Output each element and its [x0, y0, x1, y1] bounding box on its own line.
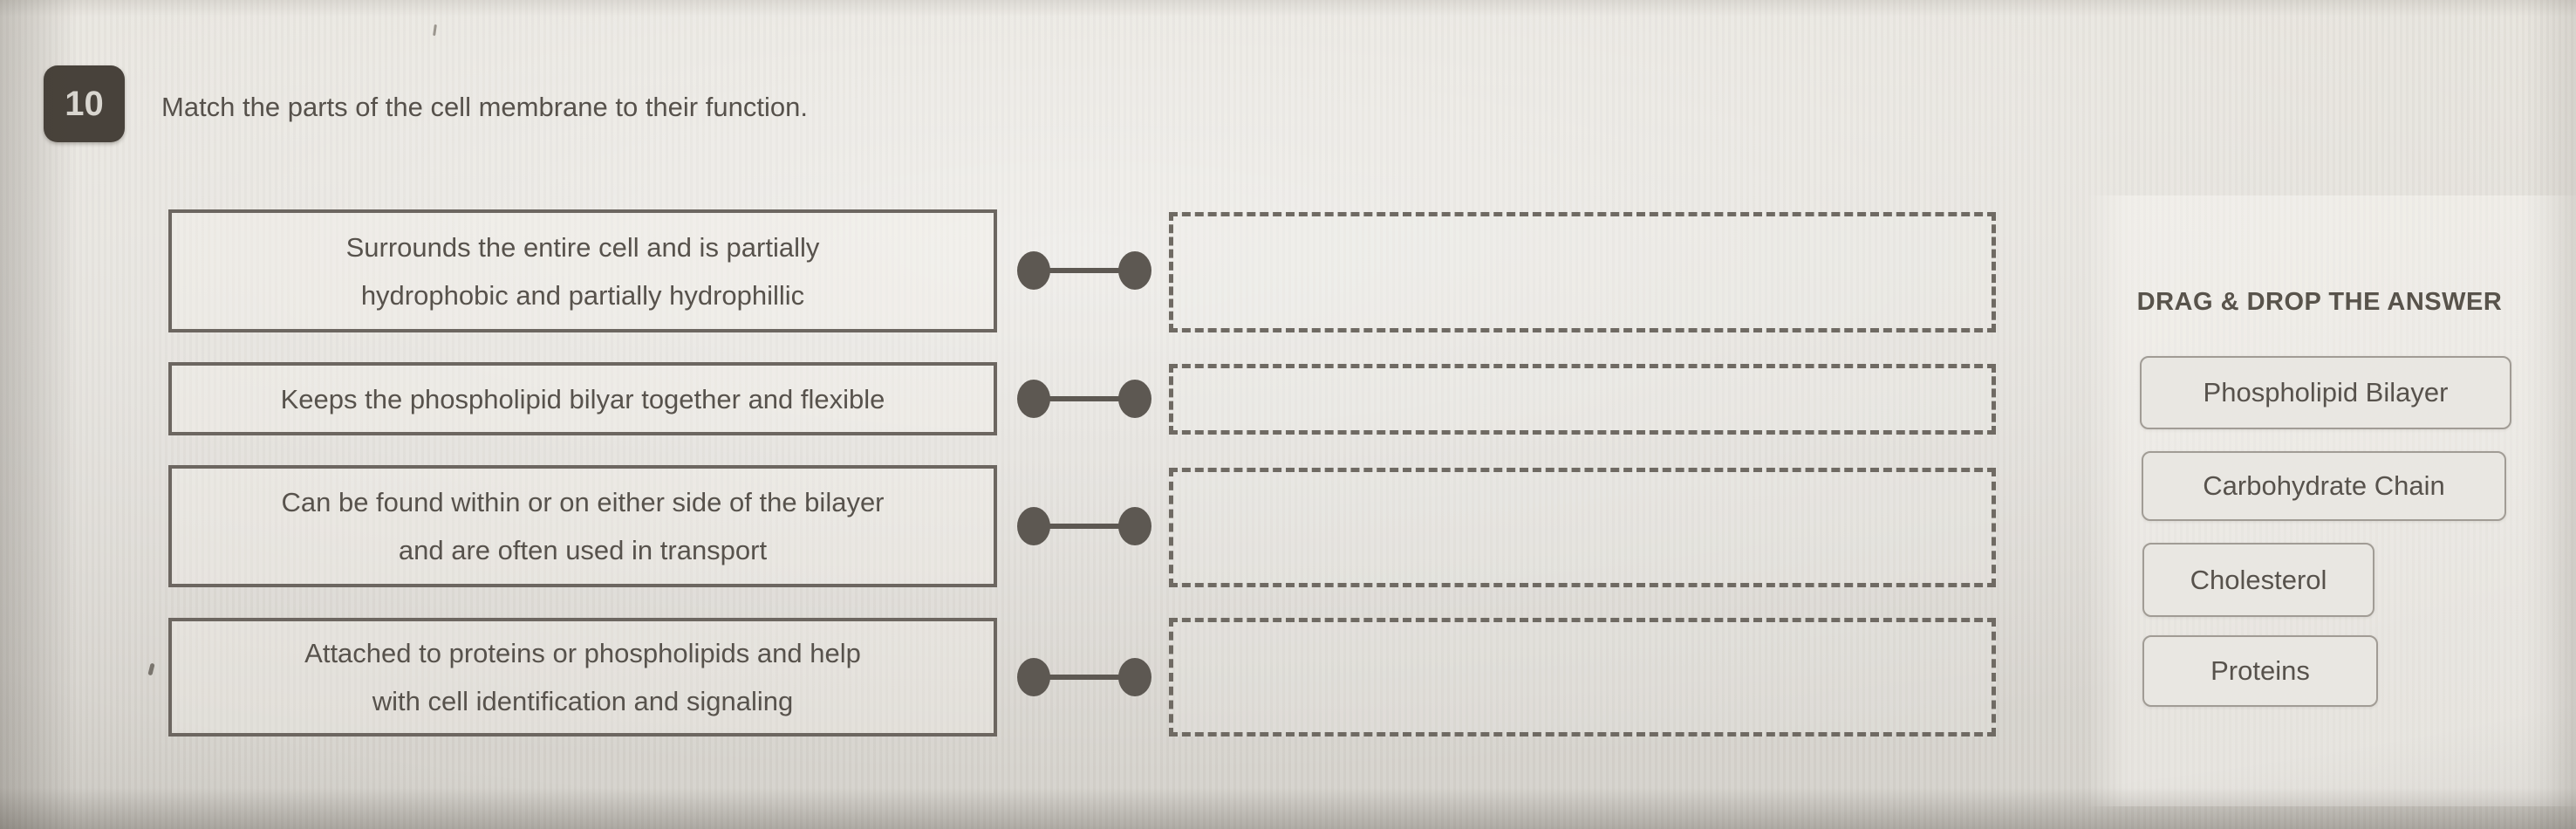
prompt-box-4: Attached to proteins or phospholipids an…	[168, 618, 997, 737]
connector-line	[1043, 524, 1125, 529]
answer-chip-proteins[interactable]: Proteins	[2142, 635, 2378, 707]
answer-dropzone-1[interactable]	[1169, 212, 1996, 332]
match-connector-2	[1017, 380, 1151, 418]
answer-chip-cholesterol[interactable]: Cholesterol	[2142, 543, 2374, 617]
connector-line	[1043, 268, 1125, 273]
prompt-box-3: Can be found within or on either side of…	[168, 465, 997, 587]
connector-dot-right-icon	[1118, 251, 1151, 290]
prompt-box-2: Keeps the phospholipid bilyar together a…	[168, 362, 997, 435]
match-connector-1	[1017, 251, 1151, 290]
answer-chip-carbohydrate-chain[interactable]: Carbohydrate Chain	[2142, 451, 2506, 521]
prompt-text-4: Attached to proteins or phospholipids an…	[304, 638, 861, 716]
answer-dropzone-4[interactable]	[1169, 618, 1996, 737]
connector-dot-right-icon	[1118, 380, 1151, 418]
connector-line	[1043, 675, 1125, 680]
question-number-badge: 10	[44, 65, 125, 142]
match-connector-4	[1017, 658, 1151, 696]
prompt-text-2: Keeps the phospholipid bilyar together a…	[280, 383, 885, 414]
photo-artifact	[147, 662, 155, 676]
prompt-box-1: Surrounds the entire cell and is partial…	[168, 209, 997, 332]
answer-chip-phospholipid-bilayer[interactable]: Phospholipid Bilayer	[2140, 356, 2511, 429]
drag-drop-instruction: DRAG & DROP THE ANSWER	[2136, 288, 2503, 316]
connector-dot-right-icon	[1118, 658, 1151, 696]
answer-dropzone-3[interactable]	[1169, 468, 1996, 587]
photo-artifact	[433, 24, 437, 37]
prompt-text-3: Can be found within or on either side of…	[281, 487, 885, 565]
connector-line	[1043, 396, 1125, 401]
question-title: Match the parts of the cell membrane to …	[161, 92, 808, 122]
answer-dropzone-2[interactable]	[1169, 364, 1996, 435]
connector-dot-right-icon	[1118, 507, 1151, 545]
prompt-text-1: Surrounds the entire cell and is partial…	[345, 231, 820, 311]
match-connector-3	[1017, 507, 1151, 545]
